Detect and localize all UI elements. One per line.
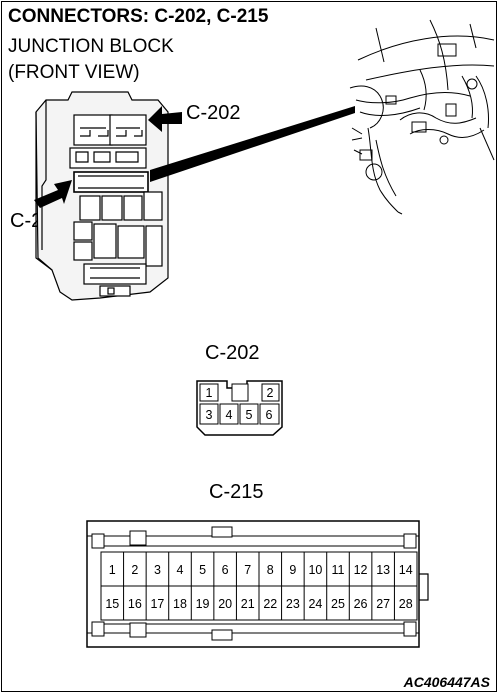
junction-block-label: JUNCTION BLOCK	[8, 36, 174, 57]
c202-pin: 3	[206, 408, 213, 422]
callout-arrow-c202	[148, 106, 182, 132]
c215-pin: 17	[150, 597, 164, 611]
c215-pin: 24	[308, 597, 322, 611]
c215-pin: 19	[196, 597, 210, 611]
c215-pin: 7	[244, 563, 251, 577]
dashboard-location-sketch	[349, 19, 495, 215]
c215-pin: 11	[332, 563, 345, 577]
c215-pin: 3	[154, 563, 161, 577]
c215-pin: 6	[222, 563, 229, 577]
c215-pin: 5	[199, 563, 206, 577]
diagram-title: CONNECTORS: C-202, C-215	[8, 6, 269, 27]
c202-pin: 2	[267, 386, 274, 400]
c215-pin: 25	[331, 597, 345, 611]
c215-pin: 2	[131, 563, 138, 577]
c215-pin: 8	[267, 563, 274, 577]
c215-pin: 1	[109, 563, 116, 577]
c202-pin: 4	[226, 408, 233, 422]
junction-block-drawing	[35, 91, 169, 301]
c215-connector	[86, 520, 429, 648]
c215-pin: 22	[263, 597, 277, 611]
c202-connector-label: C-202	[205, 342, 260, 364]
c202-pin: 5	[246, 408, 253, 422]
c215-pin: 21	[241, 597, 255, 611]
callout-arrow-c215	[34, 180, 72, 208]
c215-pin: 16	[128, 597, 142, 611]
c215-pin: 9	[289, 563, 296, 577]
callout-c202: C-202	[186, 102, 241, 124]
leader-wedge	[150, 106, 355, 182]
c215-pin: 15	[105, 597, 119, 611]
c202-pin: 6	[266, 408, 273, 422]
front-view-label: (FRONT VIEW)	[8, 62, 140, 83]
c215-pin: 27	[376, 597, 390, 611]
c215-pin: 23	[286, 597, 300, 611]
c202-pin: 1	[206, 386, 213, 400]
c215-pin: 10	[308, 563, 322, 577]
c215-connector-label: C-215	[209, 481, 264, 503]
c215-pin: 14	[399, 563, 413, 577]
c202-connector: 1 2 3 4 5 6	[196, 380, 283, 436]
reference-code: AC406447AS	[403, 674, 490, 690]
c215-pin: 28	[399, 597, 413, 611]
c215-pin: 4	[177, 563, 184, 577]
c215-pin: 13	[376, 563, 390, 577]
c215-pin: 26	[354, 597, 368, 611]
c215-pin: 12	[354, 563, 368, 577]
c215-pin: 18	[173, 597, 187, 611]
c215-pin: 20	[218, 597, 232, 611]
